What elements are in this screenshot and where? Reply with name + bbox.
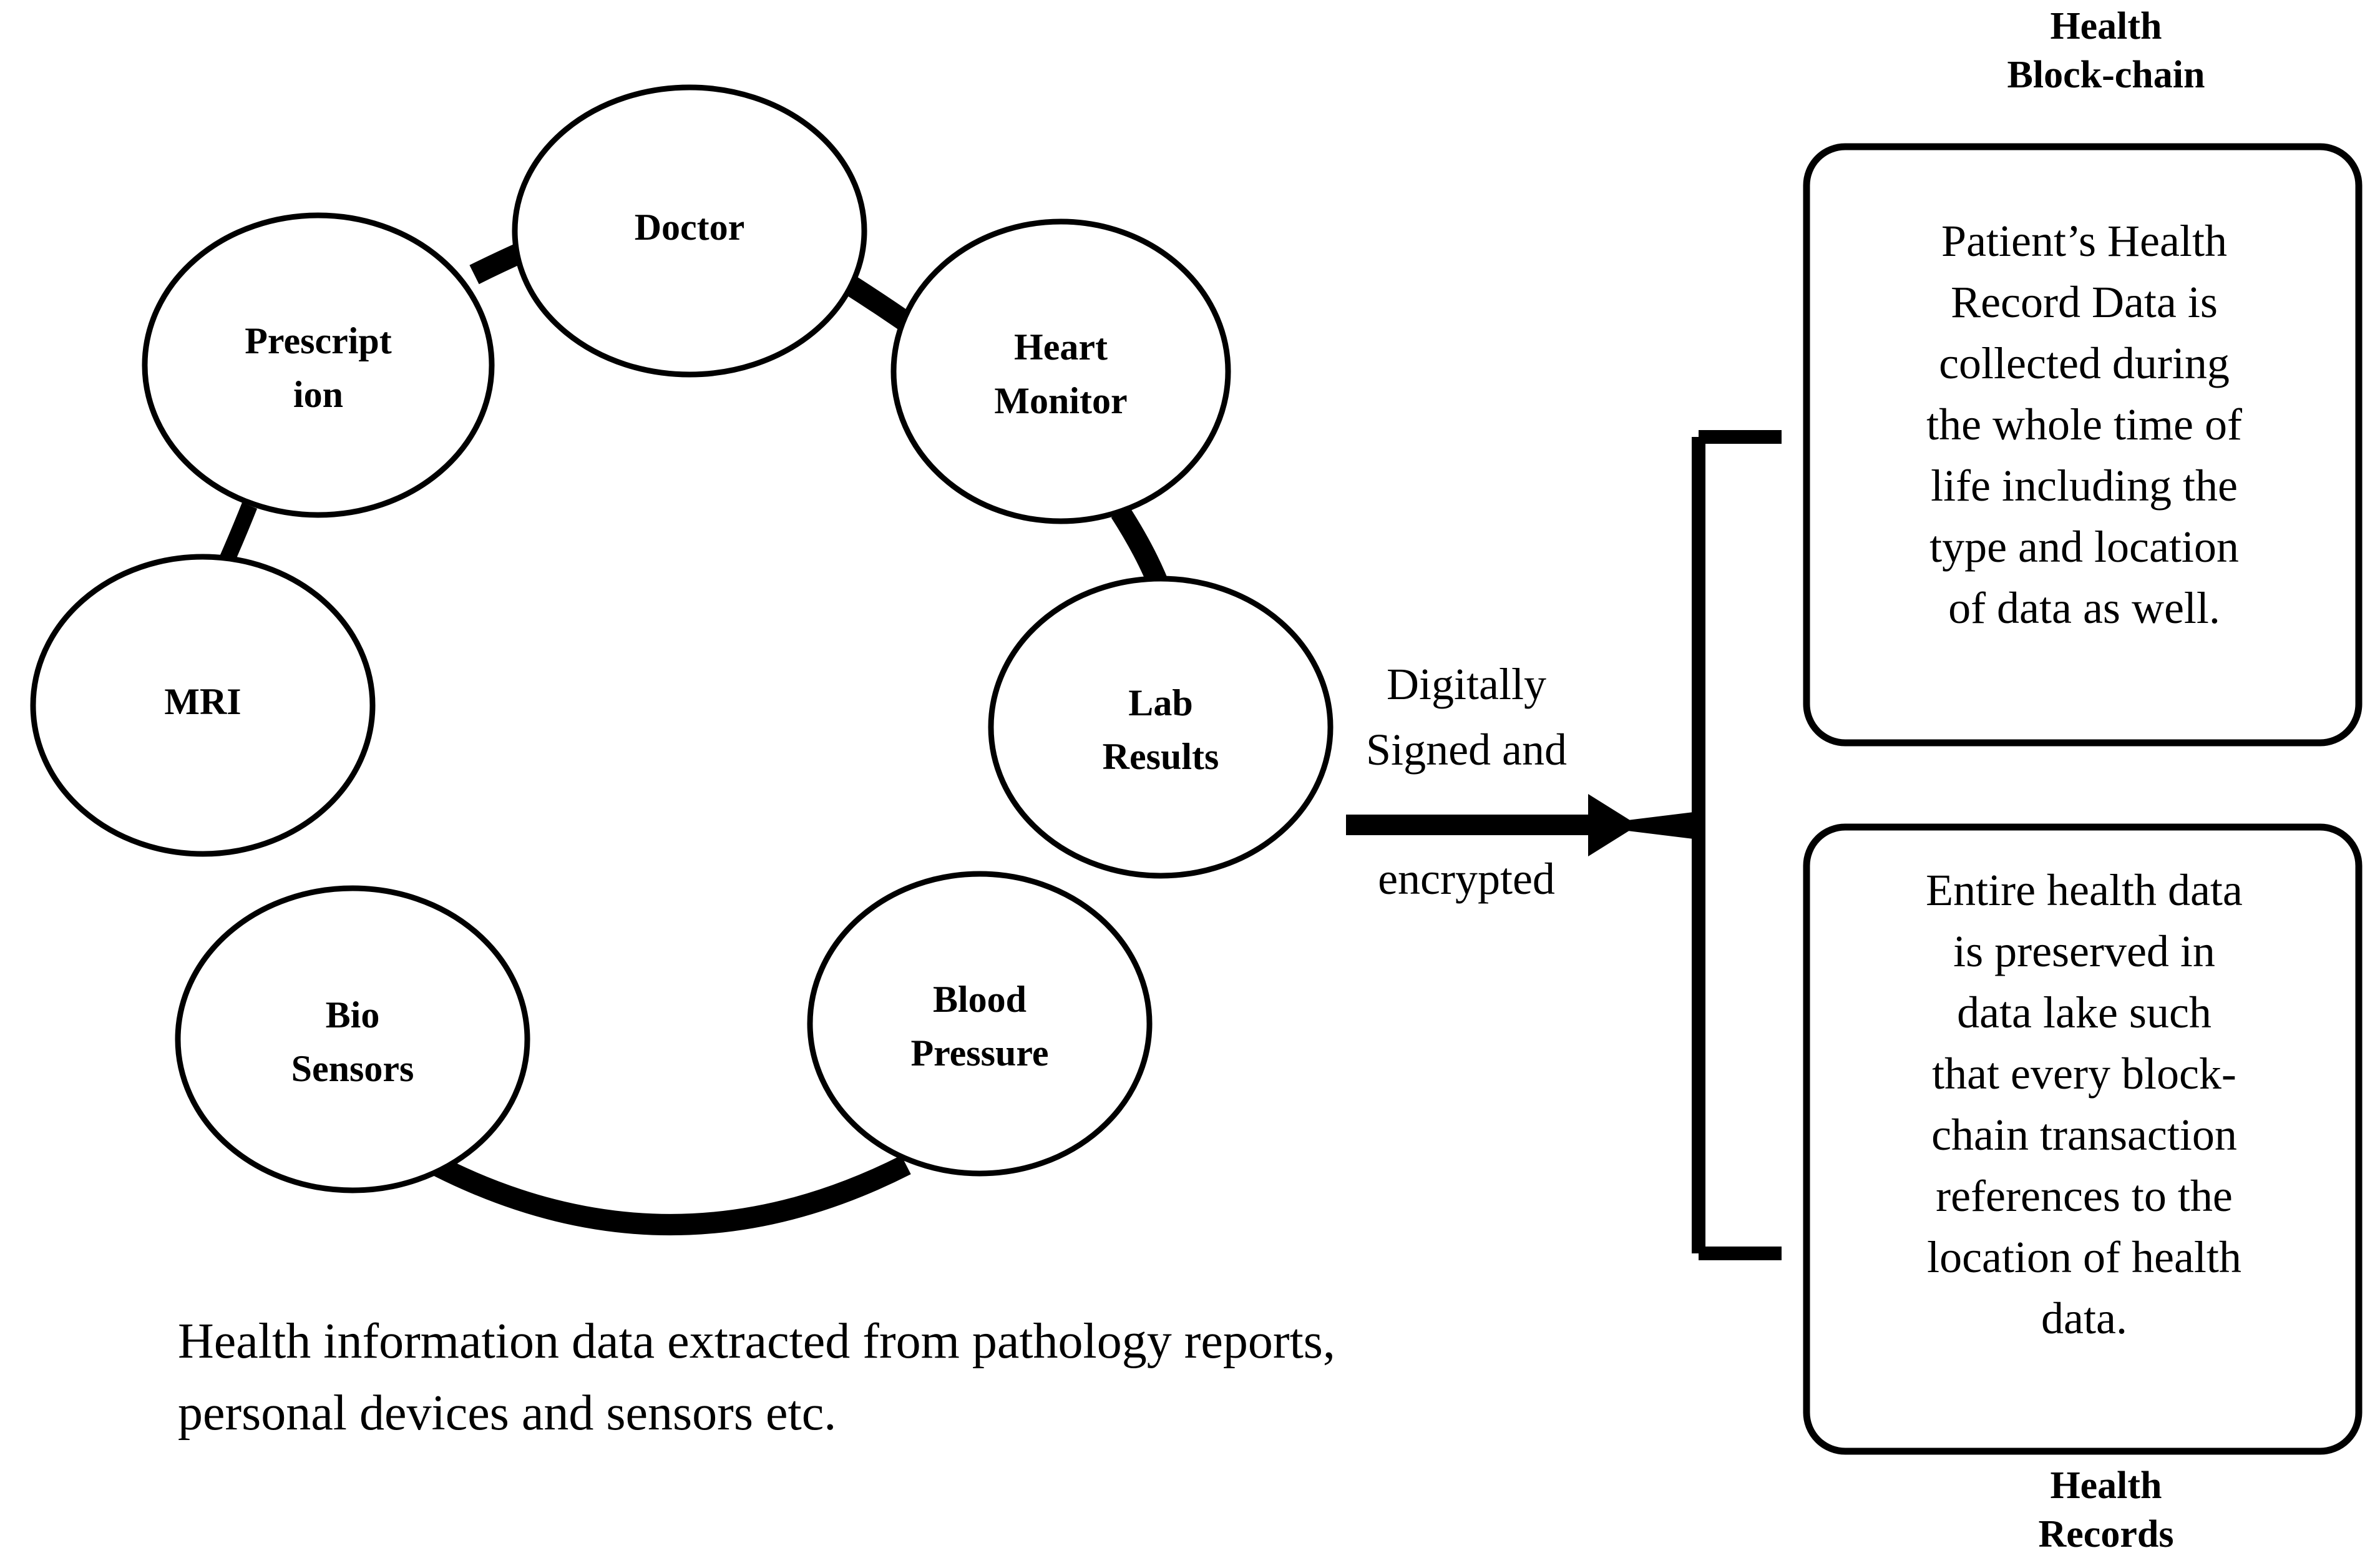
node-mri[interactable]: MRI bbox=[30, 554, 376, 857]
node-prescription[interactable]: Prescript ion bbox=[142, 212, 495, 518]
health-records-caption-line1: Health bbox=[2050, 1464, 2162, 1507]
health-records-text-line5: chain transaction bbox=[1931, 1110, 2237, 1160]
health-blockchain-text-line7: of data as well. bbox=[1948, 583, 2220, 633]
health-blockchain-caption-line2: Block-chain bbox=[2007, 54, 2205, 96]
source-caption-line1: Health information data extracted from p… bbox=[178, 1314, 1335, 1369]
connector-bio-sensors-blood-pressure bbox=[426, 1152, 911, 1235]
node-blood-pressure[interactable]: Blood Pressure bbox=[807, 871, 1153, 1177]
health-records-text-line6: references to the bbox=[1936, 1171, 2233, 1221]
bio-sensors-label-line2: Sensors bbox=[291, 1048, 414, 1089]
blood-pressure-label-line2: Pressure bbox=[910, 1032, 1048, 1074]
health-records-text-line2: is preserved in bbox=[1953, 926, 2215, 976]
source-caption: Health information data extracted from p… bbox=[178, 1314, 1335, 1441]
health-records-text-line1: Entire health data bbox=[1926, 865, 2243, 915]
arrow-label-line2: Signed and bbox=[1366, 725, 1567, 775]
arrow-label-line1: Digitally bbox=[1387, 659, 1546, 709]
node-doctor[interactable]: Doctor bbox=[512, 84, 867, 378]
doctor-label: Doctor bbox=[635, 207, 745, 248]
doctor-ellipse[interactable] bbox=[512, 84, 867, 378]
health-records-caption-line2: Records bbox=[2039, 1513, 2174, 1556]
blood-pressure-label-line1: Blood bbox=[933, 979, 1027, 1020]
grouping-brace bbox=[1622, 430, 1782, 1260]
lab-results-label-line2: Results bbox=[1103, 736, 1219, 777]
bio-sensors-label-line1: Bio bbox=[326, 994, 380, 1036]
health-blockchain-text-line3: collected during bbox=[1939, 338, 2230, 388]
health-blockchain-box[interactable] bbox=[1803, 143, 2363, 747]
health-blockchain-caption-line1: Health bbox=[2050, 5, 2162, 47]
arrow-shaft-icon bbox=[1346, 794, 1638, 856]
arrow-label-line3: encrypted bbox=[1378, 854, 1555, 904]
flow-arrow: Digitally Signed and encrypted bbox=[1346, 659, 1638, 904]
bio-sensors-ellipse[interactable] bbox=[175, 885, 530, 1193]
node-bio-sensors[interactable]: Bio Sensors bbox=[175, 885, 530, 1193]
source-caption-line2: personal devices and sensors etc. bbox=[178, 1386, 836, 1441]
blood-pressure-ellipse[interactable] bbox=[807, 871, 1153, 1177]
heart-monitor-ellipse[interactable] bbox=[890, 218, 1231, 524]
prescription-label-line1: Prescript bbox=[245, 320, 391, 361]
health-blockchain-text-line6: type and location bbox=[1929, 522, 2239, 572]
box-health-blockchain[interactable]: Health Block-chain Patient’s Health Reco… bbox=[1803, 5, 2363, 747]
health-records-box[interactable] bbox=[1803, 823, 2363, 1455]
prescription-label-line2: ion bbox=[293, 374, 343, 415]
lab-results-ellipse[interactable] bbox=[988, 576, 1334, 879]
lab-results-label-line1: Lab bbox=[1128, 682, 1192, 723]
health-blockchain-text-line2: Record Data is bbox=[1951, 277, 2218, 327]
box-health-records[interactable]: Entire health data is preserved in data … bbox=[1803, 823, 2363, 1556]
heart-monitor-label-line2: Monitor bbox=[994, 380, 1127, 421]
mri-ellipse[interactable] bbox=[30, 554, 376, 857]
health-blockchain-text-line4: the whole time of bbox=[1926, 399, 2242, 449]
node-heart-monitor[interactable]: Heart Monitor bbox=[890, 218, 1231, 524]
health-blockchain-text-line5: life including the bbox=[1931, 461, 2238, 511]
heart-monitor-label-line1: Heart bbox=[1014, 326, 1108, 368]
health-records-text-line3: data lake such bbox=[1957, 987, 2212, 1037]
prescription-ellipse[interactable] bbox=[142, 212, 495, 518]
health-records-text-line4: that every block- bbox=[1932, 1049, 2236, 1099]
node-lab-results[interactable]: Lab Results bbox=[988, 576, 1334, 879]
health-records-text-line7: location of health bbox=[1927, 1232, 2241, 1282]
mri-label: MRI bbox=[164, 681, 241, 722]
health-blockchain-text-line1: Patient’s Health bbox=[1941, 216, 2227, 266]
health-records-text-line8: data. bbox=[2041, 1293, 2127, 1343]
brace-middle-nub-icon bbox=[1622, 811, 1699, 840]
